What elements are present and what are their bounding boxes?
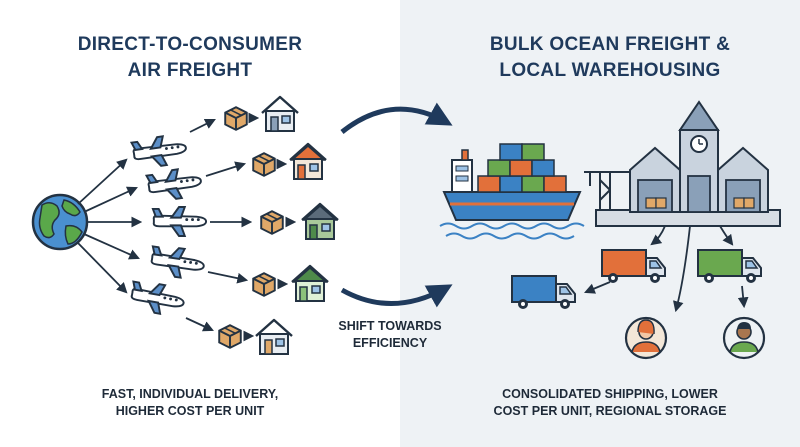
left-caption-line2: HIGHER COST PER UNIT — [115, 404, 265, 418]
shift-arrow-bottom — [340, 284, 453, 308]
person-avatar-icon — [624, 316, 668, 360]
globe-icon — [31, 193, 89, 251]
package-icon — [252, 152, 276, 177]
cargo-ship-icon — [442, 143, 582, 221]
left-title-line1: DIRECT-TO-CONSUMER — [77, 34, 303, 55]
package-icon — [218, 324, 242, 349]
plane-to-package-arrows — [185, 119, 253, 332]
truck-icon — [510, 274, 577, 311]
globe-to-plane-arrows — [77, 158, 143, 294]
house-icon — [255, 318, 293, 355]
shift-label-line2: EFFICIENCY — [352, 336, 428, 350]
truck-icon — [600, 248, 667, 285]
airplane-icon — [127, 278, 188, 319]
package-icon — [260, 210, 284, 235]
truck-icon — [696, 248, 763, 285]
house-icon — [301, 202, 339, 240]
warehouse-icon — [629, 100, 769, 213]
package-to-house-arrows — [243, 112, 297, 342]
right-caption-line1: CONSOLIDATED SHIPPING, LOWER — [502, 387, 718, 401]
distribution-arrows — [584, 225, 749, 313]
house-icon — [289, 142, 327, 180]
airplane-icon — [148, 243, 207, 282]
airplane-icon — [151, 206, 208, 237]
right-caption-line2: COST PER UNIT, REGIONAL STORAGE — [493, 404, 727, 418]
shift-arrow-top — [340, 102, 453, 134]
right-title-line2: LOCAL WAREHOUSING — [499, 60, 721, 81]
house-icon — [291, 264, 329, 302]
crane-icon — [584, 171, 630, 212]
shift-label-line1: SHIFT TOWARDS — [338, 319, 442, 333]
person-avatar-icon — [722, 316, 766, 360]
left-title-line2: AIR FREIGHT — [127, 60, 253, 81]
airplane-icon — [145, 165, 204, 204]
package-icon — [252, 272, 276, 297]
right-title-line1: BULK OCEAN FREIGHT & — [489, 34, 731, 55]
house-icon — [261, 95, 299, 132]
airplane-icon — [130, 132, 189, 171]
water-waves — [439, 222, 585, 240]
left-caption-line1: FAST, INDIVIDUAL DELIVERY, — [101, 387, 279, 401]
package-icon — [224, 106, 248, 131]
